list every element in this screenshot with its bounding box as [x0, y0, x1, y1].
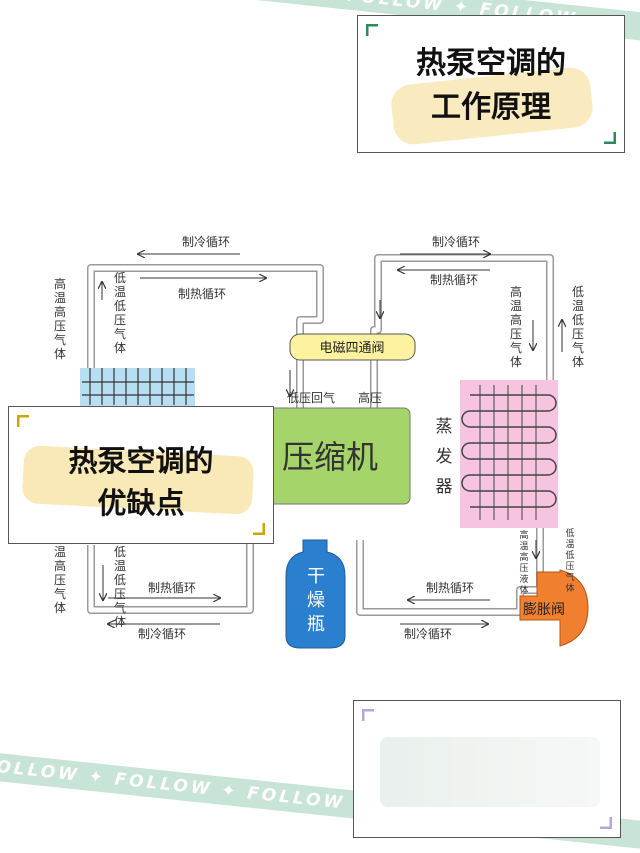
svg-text:干燥瓶: 干燥瓶	[307, 566, 325, 635]
label-heating-top-right: 制热循环	[430, 273, 478, 287]
dryer-bottle	[285, 539, 346, 649]
label-cooling-bottom-right: 制冷循环	[404, 627, 452, 641]
label-lt-lp-gas-left: 低温低压气体	[114, 271, 126, 355]
label-cooling-top-right: 制冷循环	[432, 235, 480, 249]
compressor-label: 压缩机	[282, 438, 378, 476]
label-heating-bottom-left: 制热循环	[148, 581, 196, 595]
label-hot-hp-liquid: 高温高压液体	[519, 529, 528, 596]
card-title-line1: 热泵空调的	[68, 444, 214, 478]
corner-mark-icon	[253, 523, 265, 535]
four-way-valve	[289, 333, 416, 361]
title-card-principle: 热泵空调的 工作原理	[357, 15, 625, 153]
label-high-pressure: 高压	[358, 390, 382, 405]
corner-mark-icon	[362, 709, 374, 721]
expansion-valve	[519, 569, 589, 647]
label-lt-lp-gas-right: 低温低压气体	[572, 285, 584, 369]
label-cooling-bottom-left: 制冷循环	[138, 627, 186, 641]
card-title-line2: 优缺点	[97, 486, 185, 520]
blurred-card	[353, 700, 621, 838]
corner-mark-icon	[604, 132, 616, 144]
label-lt-lp-gas-bottom-left: 低温低压气体	[114, 545, 126, 629]
svg-text:蒸发器: 蒸发器	[436, 417, 453, 497]
label-heating-top-left: 制热循环	[178, 287, 226, 301]
label-cooling-top-left: 制冷循环	[182, 235, 230, 249]
card-title-line2: 工作原理	[431, 90, 551, 125]
corner-mark-icon	[600, 817, 612, 829]
label-heating-bottom-right: 制热循环	[426, 581, 474, 595]
label-low-pressure-return: 低压回气	[287, 390, 335, 405]
corner-mark-icon	[17, 415, 29, 427]
expansion-valve-label: 膨胀阀	[523, 601, 565, 618]
label-lt-lp-gas-small: 低温低压气体	[565, 527, 574, 594]
label-hot-hp-gas-bottom-left: 温高压气体	[54, 545, 66, 615]
label-hot-hp-gas-left: 高温高压气体	[54, 276, 66, 361]
label-hot-hp-gas-right: 高温高压气体	[510, 284, 522, 369]
corner-mark-icon	[366, 24, 378, 36]
card-title-line1: 热泵空调的	[416, 46, 566, 81]
blurred-content	[380, 737, 600, 807]
evaporator-coil	[460, 380, 558, 528]
valve-label: 电磁四通阀	[319, 341, 384, 356]
title-card-pros-cons: 热泵空调的 优缺点	[8, 406, 274, 544]
